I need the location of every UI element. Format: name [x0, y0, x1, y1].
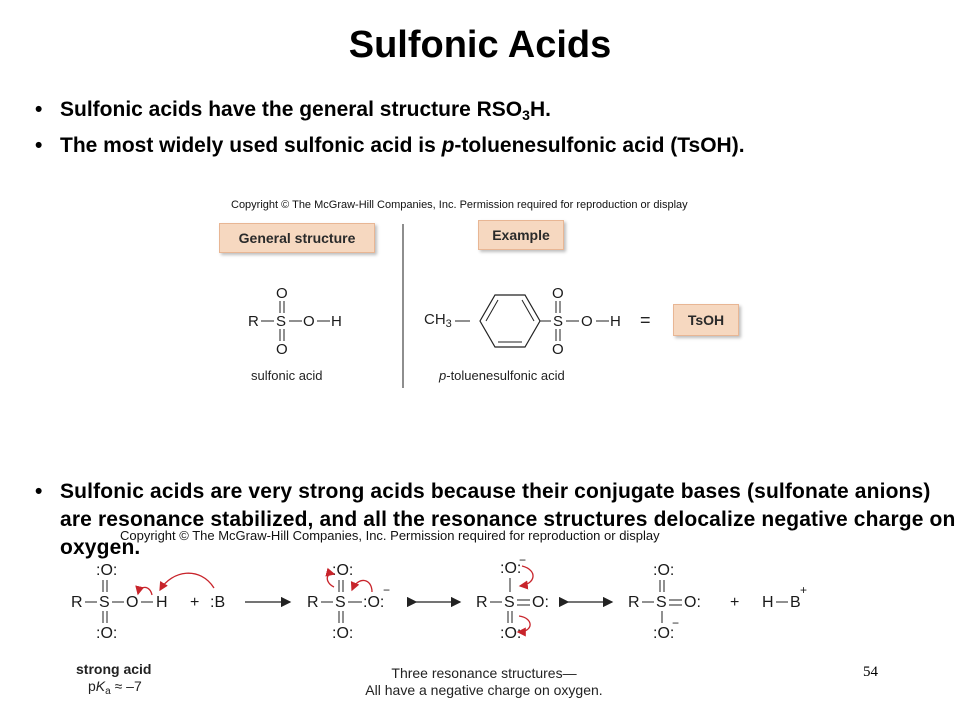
atom-o-bottom: O [552, 341, 564, 358]
atom-h: H [331, 313, 342, 330]
bullet-general-structure: Sulfonic acids have the general structur… [33, 96, 933, 124]
figure2-copyright: Copyright © The McGraw-Hill Companies, I… [120, 528, 660, 543]
resonance-structure-3: R S O: :O: :O: − + H B + [628, 562, 807, 642]
bullet-strong-acids: Sulfonic acids are very strong acids bec… [33, 478, 960, 562]
bullet-text: Sulfonic acids are very strong acids bec… [60, 480, 956, 559]
caption-text: -toluenesulfonic acid [446, 368, 565, 383]
page-number: 54 [863, 664, 878, 680]
sulfonic-acid-reactant: R S O H :O: :O: + :B [71, 562, 225, 642]
pka-label: pKa ≈ –7 [88, 678, 142, 697]
svg-text::O:: :O: [96, 562, 117, 579]
figure1-copyright: Copyright © The McGraw-Hill Companies, I… [231, 199, 688, 211]
atom-o-bottom: O [276, 341, 288, 358]
svg-text:R: R [476, 594, 488, 611]
equals-sign: = [640, 310, 651, 330]
svg-text:R: R [71, 594, 83, 611]
slide-title: Sulfonic Acids [348, 24, 612, 66]
atom-s: S [276, 313, 286, 330]
svg-text::O:: :O: [332, 625, 353, 642]
svg-text:−: − [383, 583, 390, 597]
svg-text:S: S [504, 594, 515, 611]
ch-text: CH [424, 311, 446, 328]
bullet-text-end: H. [529, 98, 551, 121]
atom-h: H [610, 313, 621, 330]
italic-p: p [439, 368, 447, 383]
svg-text:O:: O: [532, 594, 549, 611]
svg-text:+: + [800, 583, 807, 597]
ch3-label: CH3 [424, 311, 452, 330]
atom-s: S [553, 313, 563, 330]
pka-k: K [95, 678, 106, 694]
resonance-caption-1: Three resonance structures— [391, 665, 577, 681]
example-tag: Example [478, 220, 564, 250]
resonance-caption-2: All have a negative charge on oxygen. [365, 682, 603, 698]
subscript: 3 [445, 318, 452, 330]
resonance-structure-1: R S :O: − :O: :O: [307, 562, 390, 642]
strong-acid-label: strong acid [76, 661, 152, 677]
svg-text:H: H [762, 594, 774, 611]
svg-text::O:: :O: [500, 625, 521, 642]
svg-text::O:: :O: [363, 594, 384, 611]
curved-arrow [516, 615, 531, 637]
atom-o: O [581, 313, 593, 330]
svg-text::B: :B [210, 594, 225, 611]
svg-text:H: H [156, 594, 168, 611]
svg-text::O:: :O: [653, 562, 674, 579]
svg-text:−: − [672, 616, 679, 630]
general-sulfonic-structure: R S O H O O [248, 285, 342, 358]
svg-text:R: R [307, 594, 319, 611]
resonance-structure-2: R S O: :O: − :O: [476, 553, 549, 642]
bullet-text-end: -toluenesulfonic acid (TsOH). [454, 134, 745, 157]
curved-arrow [350, 579, 373, 593]
ptoluenesulfonic-caption: p-toluenesulfonic acid [439, 368, 565, 383]
pka-value: ≈ –7 [110, 678, 142, 694]
bullet-list: Sulfonic acids have the general structur… [33, 96, 955, 559]
sulfonic-acid-caption: sulfonic acid [251, 368, 323, 383]
subscript: 3 [522, 107, 530, 123]
pka-p: p [88, 678, 96, 694]
curved-arrow [518, 565, 534, 590]
svg-text:R: R [628, 594, 640, 611]
curved-arrow [135, 585, 153, 596]
bullet-tsoh: The most widely used sulfonic acid is p-… [33, 132, 933, 160]
bullet-text: Sulfonic acids have the general structur… [60, 98, 523, 121]
bullet-text: The most widely used sulfonic acid is [60, 134, 442, 157]
svg-text::O:: :O: [332, 562, 353, 579]
svg-text::O:: :O: [653, 625, 674, 642]
curved-arrow [325, 567, 336, 588]
tsoh-structure: S O H O O [455, 285, 621, 358]
svg-text:B: B [790, 594, 801, 611]
general-structure-tag: General structure [219, 223, 375, 253]
curved-arrow [159, 572, 215, 592]
svg-text:S: S [656, 594, 667, 611]
atom-o-top: O [276, 285, 288, 302]
svg-text::O:: :O: [96, 625, 117, 642]
svg-text:+: + [730, 594, 739, 611]
svg-text:S: S [99, 594, 110, 611]
svg-text:O:: O: [684, 594, 701, 611]
tsoh-tag: TsOH [673, 304, 739, 336]
subscript: a [105, 686, 111, 697]
svg-text:−: − [519, 553, 526, 567]
atom-o: O [303, 313, 315, 330]
atom-r: R [248, 313, 259, 330]
atom-o-top: O [552, 285, 564, 302]
italic-p: p [441, 134, 455, 157]
svg-text:O: O [126, 594, 138, 611]
svg-text::O:: :O: [500, 560, 521, 577]
svg-text:+: + [190, 594, 199, 611]
svg-text:S: S [335, 594, 346, 611]
